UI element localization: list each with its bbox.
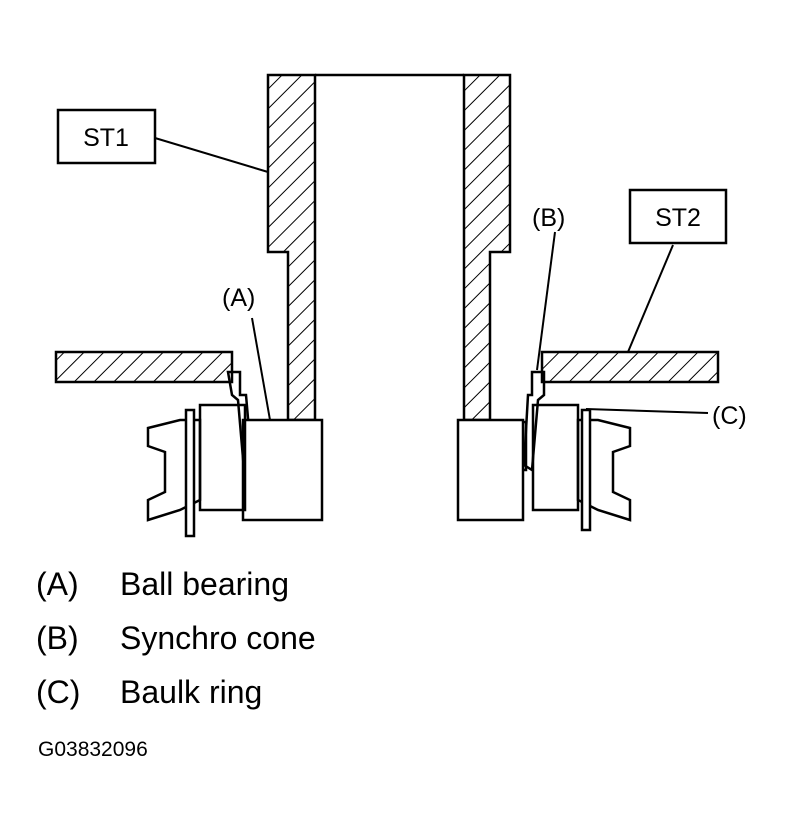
legend-row: (B) Synchro cone	[36, 620, 316, 674]
gear-body-left	[146, 403, 324, 538]
figure-id: G03832096	[38, 738, 148, 761]
st1-tool	[266, 73, 512, 422]
st2-label: ST2	[655, 204, 701, 232]
legend: (A) Ball bearing (B) Synchro cone (C) Ba…	[36, 566, 316, 728]
legend-row: (C) Baulk ring	[36, 674, 316, 728]
legend-row: (A) Ball bearing	[36, 566, 316, 620]
st2-tool	[54, 350, 720, 384]
legend-key: (B)	[36, 620, 79, 656]
legend-description: Baulk ring	[120, 674, 263, 710]
callout-c: (C)	[712, 402, 747, 430]
legend-key: (C)	[36, 674, 81, 710]
leader-lines	[154, 137, 709, 421]
legend-description: Ball bearing	[120, 566, 289, 602]
callout-a: (A)	[222, 284, 255, 312]
callout-b: (B)	[532, 204, 565, 232]
st2-callout: ST2	[628, 188, 728, 245]
legend-description: Synchro cone	[120, 620, 316, 656]
assembly-diagram: ST1 ST2 (A) (B) (C)	[54, 73, 747, 538]
legend-key: (A)	[36, 566, 79, 602]
gear-body-right	[456, 403, 632, 532]
st1-callout: ST1	[56, 108, 157, 165]
st1-label: ST1	[83, 124, 129, 152]
